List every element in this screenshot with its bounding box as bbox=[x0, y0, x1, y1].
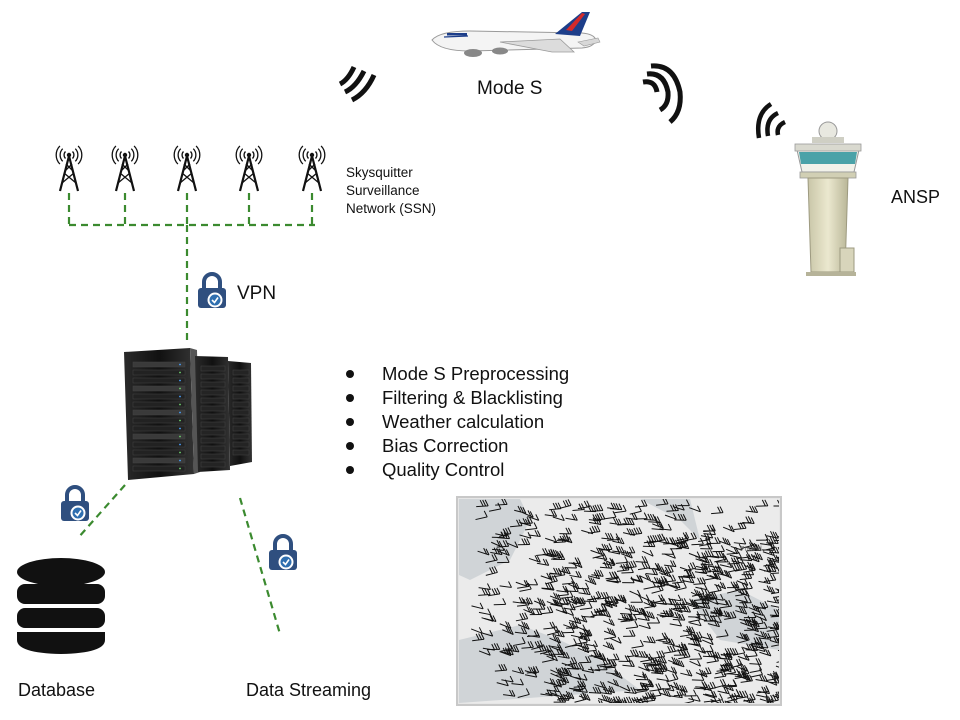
list-item: Filtering & Blacklisting bbox=[343, 386, 569, 410]
list-item: Quality Control bbox=[343, 458, 569, 482]
antenna-tower-icon bbox=[173, 145, 201, 192]
antenna-tower-icon bbox=[235, 145, 263, 192]
antenna-tower-icon bbox=[111, 145, 139, 192]
lock-icon bbox=[61, 485, 89, 521]
mode-s-label: Mode S bbox=[477, 78, 543, 99]
ssn-label-line: Skysquitter bbox=[346, 165, 413, 180]
data-streaming-label: Data Streaming bbox=[246, 680, 372, 700]
bullet-icon bbox=[346, 418, 354, 426]
database-label: Database bbox=[18, 680, 96, 700]
list-item: Mode S Preprocessing bbox=[343, 362, 569, 386]
antenna-tower-icon bbox=[55, 145, 83, 192]
server-rack-icon bbox=[124, 348, 252, 480]
vpn-label: VPN bbox=[237, 283, 277, 304]
lock-icon bbox=[269, 534, 297, 570]
antenna-tower-icon bbox=[298, 145, 326, 192]
processing-list: Mode S Preprocessing Filtering & Blackli… bbox=[343, 362, 569, 482]
bullet-icon bbox=[346, 370, 354, 378]
lock-icon bbox=[198, 272, 226, 308]
ssn-label: Skysquitter Surveillance Network (SSN) bbox=[346, 164, 496, 218]
bullet-icon bbox=[346, 442, 354, 450]
radio-wave-icon bbox=[642, 63, 683, 124]
antenna-row bbox=[55, 145, 326, 192]
radio-wave-icon bbox=[756, 102, 787, 139]
control-tower-icon bbox=[794, 121, 862, 276]
radio-wave-icon bbox=[338, 65, 377, 103]
bullet-icon bbox=[346, 394, 354, 402]
list-item: Weather calculation bbox=[343, 410, 569, 434]
list-item: Bias Correction bbox=[343, 434, 569, 458]
ssn-label-line: Network (SSN) bbox=[346, 201, 437, 216]
wind-map: Poland bbox=[456, 496, 782, 706]
ssn-label-line: Surveillance bbox=[346, 183, 420, 198]
airplane-icon bbox=[431, 12, 601, 57]
database-icon bbox=[17, 558, 105, 654]
ssn-network-links bbox=[67, 193, 315, 345]
output-links bbox=[77, 484, 282, 635]
bullet-icon bbox=[346, 466, 354, 474]
ansp-label: ANSP bbox=[891, 187, 941, 207]
map-country-label: Poland bbox=[740, 546, 762, 553]
